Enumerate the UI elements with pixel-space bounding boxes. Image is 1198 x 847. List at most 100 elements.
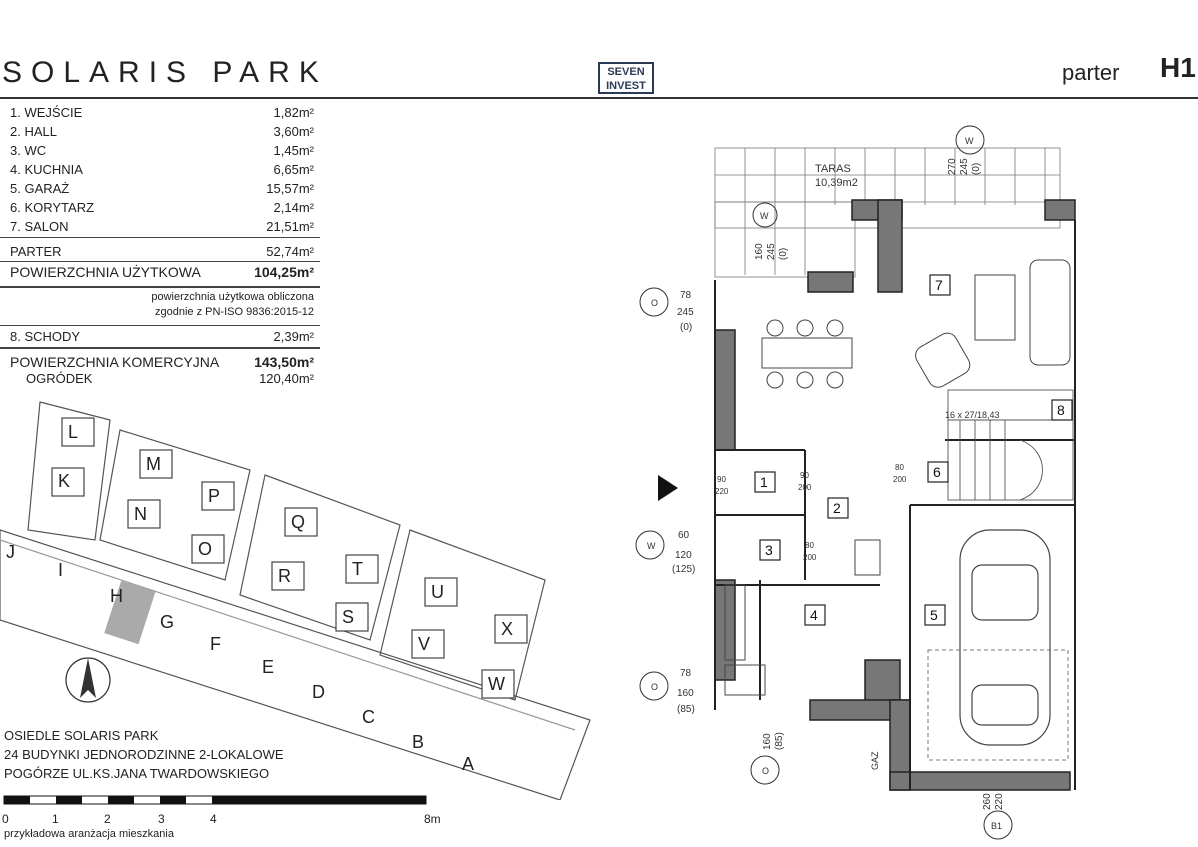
room-number-boxes: [754, 274, 1073, 626]
svg-text:245: 245: [766, 243, 777, 260]
walls: [714, 199, 1076, 791]
table-divider: [0, 237, 320, 238]
room-label: 5. GARAŻ: [10, 181, 70, 196]
entrance-arrow-icon: [658, 475, 678, 501]
sink: [724, 664, 766, 696]
calc-note-2: zgodnie z PN-ISO 9836:2015-12: [155, 306, 314, 318]
room-number-4: 4: [810, 607, 818, 623]
building-outline: [191, 534, 225, 564]
terrace-label: TARAS: [815, 163, 851, 175]
svg-text:O: O: [651, 298, 658, 308]
svg-text:245: 245: [677, 307, 694, 318]
svg-text:90: 90: [800, 471, 809, 480]
building-O: O: [198, 539, 212, 559]
calc-note-1: powierzchnia użytkowa obliczona: [151, 291, 314, 303]
room-area: 15,57m²: [266, 181, 314, 196]
door-labels: 90 220 90 200 80 200 80 200: [715, 463, 907, 562]
svg-text:160: 160: [754, 243, 765, 260]
building-G: G: [160, 612, 174, 632]
caption-line: OSIEDLE SOLARIS PARK: [4, 728, 159, 743]
svg-text:80: 80: [805, 541, 814, 550]
building-W: W: [488, 674, 505, 694]
room-number-3: 3: [765, 542, 773, 558]
svg-text:200: 200: [803, 553, 817, 562]
garage-door-outline: [927, 649, 1069, 761]
section-markers: [635, 125, 1013, 840]
car-icon: [959, 529, 1051, 746]
table-divider: [0, 261, 320, 262]
building-outline: [335, 602, 369, 632]
table-divider: [0, 347, 320, 349]
site-caption: OSIEDLE SOLARIS PARK 24 BUDYNKI JEDNOROD…: [4, 726, 284, 783]
header-divider: [0, 97, 1198, 99]
room-row: 5. GARAŻ 15,57m²: [10, 181, 314, 196]
svg-text:GAZ: GAZ: [870, 751, 880, 770]
stairs-note: 16 x 27/18,43: [945, 410, 1000, 420]
sample-arrangement-note: przykładowa aranżacja mieszkania: [4, 828, 174, 840]
site-plan: L M K N P O Q R T S U V X W J I H G F E …: [0, 401, 591, 800]
page-title: SOLARIS PARK: [2, 56, 328, 89]
room-numbers: 7 8 1 2 6 3 4 5: [760, 277, 1065, 623]
building-outline: [139, 449, 173, 479]
svg-text:B1: B1: [991, 821, 1002, 831]
site-road-row: [0, 529, 591, 800]
building-S: S: [342, 607, 354, 627]
site-lot: [379, 529, 546, 701]
table-divider: [0, 286, 320, 288]
marker-circle: [750, 755, 780, 785]
selected-unit-highlight: [104, 580, 156, 645]
terrace-area: 10,39m2: [815, 177, 858, 189]
room-label: 6. KORYTARZ: [10, 200, 95, 215]
svg-text:78: 78: [680, 290, 692, 301]
room-area: 3,60m²: [273, 124, 314, 139]
building-J: J: [6, 542, 15, 562]
room-label: 7. SALON: [10, 219, 69, 234]
building-N: N: [134, 504, 147, 524]
building-outline: [61, 417, 95, 447]
brand-logo: SEVEN INVEST: [598, 62, 654, 94]
marker-labels: O W O W W O B1 GAZ: [647, 136, 1002, 831]
building-outline: [481, 669, 515, 699]
svg-text:60: 60: [678, 530, 690, 541]
room-area: 6,65m²: [273, 162, 314, 177]
kitchen-counter: [724, 584, 746, 661]
caption-line: 24 BUDYNKI JEDNORODZINNE 2-LOKALOWE: [4, 747, 284, 762]
room-number-6: 6: [933, 464, 941, 480]
building-F: F: [210, 634, 221, 654]
svg-text:220: 220: [715, 487, 729, 496]
marker-circle: [635, 530, 665, 560]
building-U: U: [431, 582, 444, 602]
table-divider: [0, 325, 320, 326]
building-outline: [424, 577, 458, 607]
marker-circle: [955, 125, 985, 155]
marker-circle: [639, 671, 669, 701]
logo-line1: SEVEN: [607, 66, 645, 78]
building-outline: [284, 507, 318, 537]
dining-table: [761, 337, 853, 369]
fridge: [854, 539, 881, 576]
svg-text:90: 90: [717, 475, 726, 484]
room-label: 1. WEJŚCIE: [10, 105, 83, 120]
building-B: B: [412, 732, 424, 752]
site-road-line: [0, 539, 576, 731]
svg-text:200: 200: [893, 475, 907, 484]
svg-text:270: 270: [947, 158, 958, 175]
scale-ticks: 0 1 2 3 4 8m: [2, 812, 441, 826]
floor-plan: TARAS 10,39m2 16 x 27/18,43: [635, 125, 1076, 840]
room-label: 3. WC: [10, 143, 47, 158]
unit-label: H1: [1160, 52, 1196, 83]
staircase: [947, 389, 1074, 501]
building-outline: [345, 554, 379, 584]
dimension-labels: 270 245 (0) 160 245 (0) 78 245 (0) 60 12…: [672, 158, 1005, 810]
building-V: V: [418, 634, 430, 654]
room-number-8: 8: [1057, 402, 1065, 418]
site-lot: [99, 429, 251, 581]
building-I: I: [58, 560, 63, 580]
svg-text:245: 245: [959, 158, 970, 175]
